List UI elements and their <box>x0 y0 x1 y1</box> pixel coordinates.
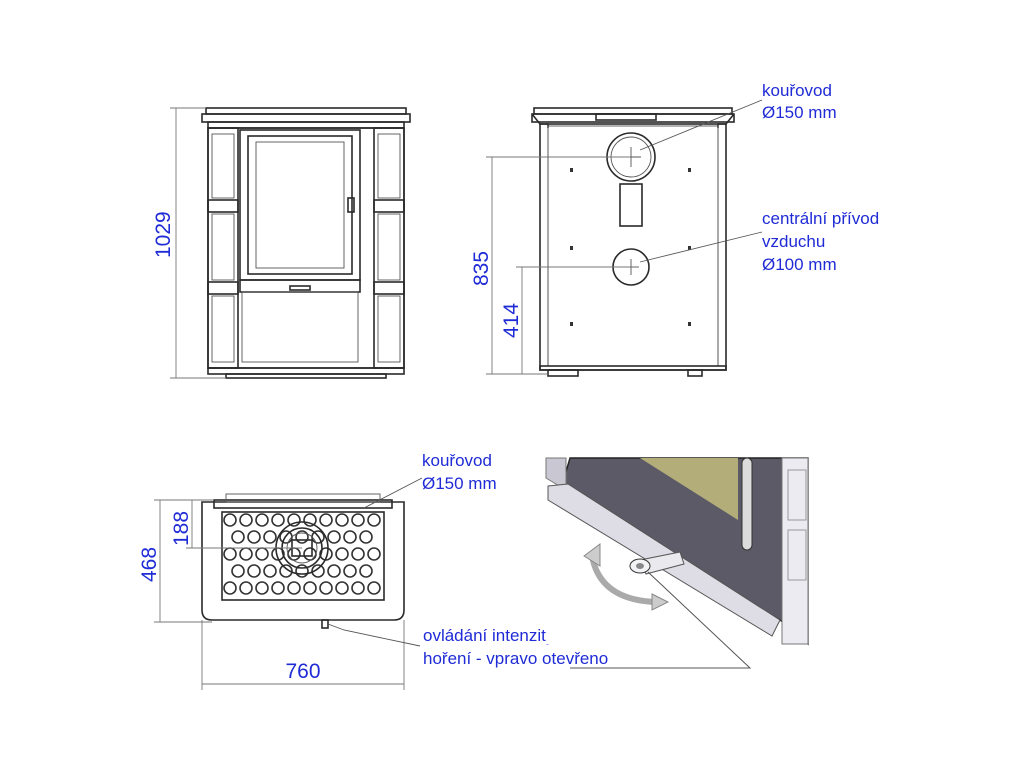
grill-ring <box>255 513 269 527</box>
door-detail-illustration <box>545 457 809 669</box>
flue-top-label-2: Ø150 mm <box>762 103 837 122</box>
grill-ring <box>223 513 237 527</box>
leader-control <box>327 623 421 647</box>
grill-ring <box>239 547 253 561</box>
front-view <box>201 107 411 379</box>
grill-ring <box>279 564 293 578</box>
leader-air <box>639 231 763 263</box>
top-grill-pattern <box>223 513 381 595</box>
grill-ring <box>287 547 301 561</box>
grill-ring <box>263 564 277 578</box>
grill-ring <box>223 547 237 561</box>
grill-ring <box>319 513 333 527</box>
depth-total-label: 468 <box>138 547 161 582</box>
grill-ring <box>319 547 333 561</box>
grill-ring <box>263 530 277 544</box>
grill-ring <box>239 513 253 527</box>
dimension-air-height: 414 <box>500 266 631 374</box>
leader-flue-top <box>639 99 763 151</box>
grill-ring <box>247 564 261 578</box>
grill-ring <box>335 581 349 595</box>
grill-ring <box>343 564 357 578</box>
grill-ring <box>303 513 317 527</box>
flue-top-label-1: kouřovod <box>762 81 832 100</box>
air-label-2: vzduchu <box>762 232 825 251</box>
grill-ring <box>255 581 269 595</box>
air-label-1: centrální přívod <box>762 209 879 228</box>
grill-ring <box>335 513 349 527</box>
back-view <box>531 107 735 377</box>
grill-ring <box>351 581 365 595</box>
grill-ring <box>311 564 325 578</box>
flue-bottom-label-1: kouřovod <box>422 451 492 470</box>
grill-ring <box>287 581 301 595</box>
grill-ring <box>319 581 333 595</box>
top-view <box>201 493 405 629</box>
grill-ring <box>231 564 245 578</box>
grill-ring <box>255 547 269 561</box>
grill-ring <box>247 530 261 544</box>
control-label-1: ovládání intenzity <box>423 626 555 645</box>
grill-ring <box>359 530 373 544</box>
grill-ring <box>303 547 317 561</box>
dimension-height-total: 1029 <box>152 107 226 379</box>
air-label-3: Ø100 mm <box>762 255 837 274</box>
grill-ring <box>239 581 253 595</box>
grill-ring <box>343 530 357 544</box>
grill-ring <box>367 547 381 561</box>
dimension-depth-total: 468 <box>138 499 214 623</box>
grill-ring <box>231 530 245 544</box>
air-height-label: 414 <box>500 303 523 338</box>
grill-ring <box>295 530 309 544</box>
grill-ring <box>335 547 349 561</box>
dimension-width-total: 760 <box>201 620 405 690</box>
leader-flue-bottom <box>363 477 423 509</box>
width-total-label: 760 <box>285 660 320 683</box>
grill-ring <box>223 581 237 595</box>
grill-ring <box>359 564 373 578</box>
grill-ring <box>271 513 285 527</box>
dimension-flue-offset: 188 <box>170 500 302 549</box>
grill-ring <box>367 581 381 595</box>
grill-ring <box>271 581 285 595</box>
height-total-label: 1029 <box>152 211 175 258</box>
grill-ring <box>351 513 365 527</box>
grill-ring <box>287 513 301 527</box>
grill-ring <box>327 564 341 578</box>
flue-offset-label: 188 <box>170 511 193 546</box>
grill-ring <box>303 581 317 595</box>
grill-ring <box>351 547 365 561</box>
dimension-flue-height: 835 <box>470 156 631 375</box>
control-label-2: hoření - vpravo otevřeno <box>423 649 608 668</box>
grill-ring <box>367 513 381 527</box>
grill-ring <box>327 530 341 544</box>
flue-bottom-label-2: Ø150 mm <box>422 474 497 493</box>
flue-height-label: 835 <box>470 251 493 286</box>
grill-ring <box>295 564 309 578</box>
